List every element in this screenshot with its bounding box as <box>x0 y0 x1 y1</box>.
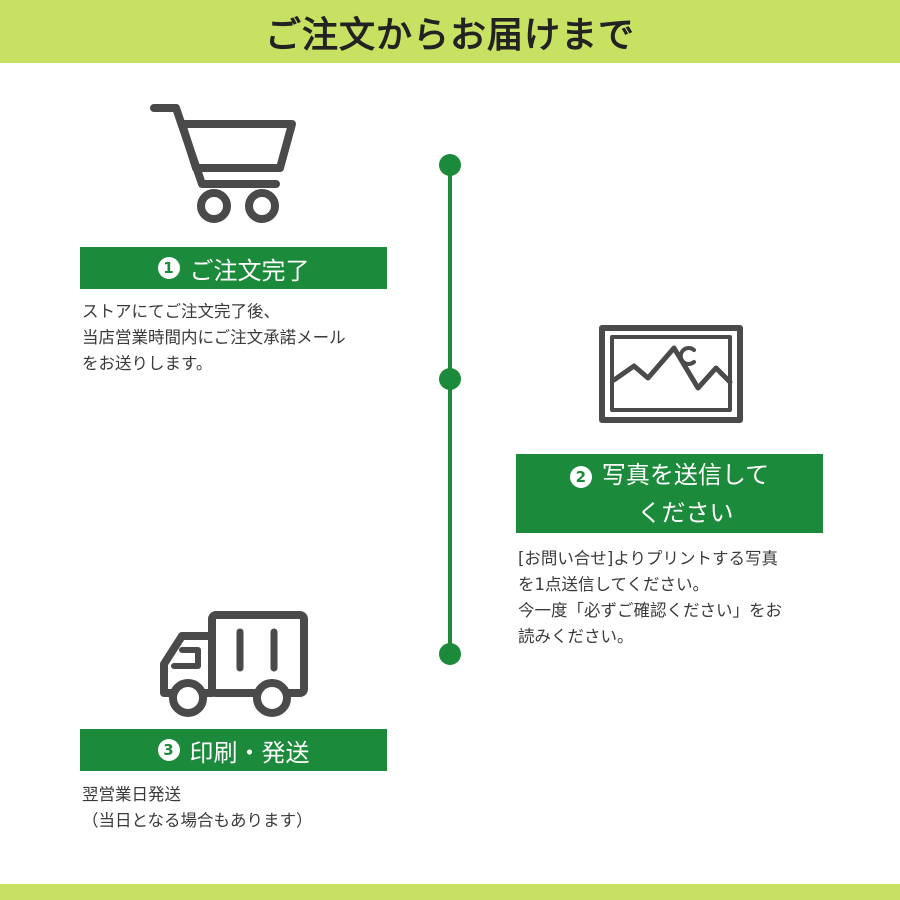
step-2-title-line: 写真を送信して <box>601 460 770 489</box>
step-2-desc-line: 今一度「必ずご確認ください」をお <box>518 601 782 620</box>
header-bar: ご注文からお届けまで <box>0 0 900 63</box>
step-2-number: 2 <box>569 466 592 488</box>
step-2-desc-line: [お問い合せ]よりプリントする写真 <box>518 549 779 568</box>
timeline-dot <box>439 368 461 390</box>
timeline-dot <box>439 643 461 665</box>
delivery-truck-icon <box>160 611 308 717</box>
step-3-title: 印刷・発送 <box>189 738 310 767</box>
page-title: ご注文からお届けまで <box>264 14 635 56</box>
step-1-description: ストアにてご注文完了後、 当店営業時間内にご注文承諾メール をお送りします。 <box>82 299 346 377</box>
footer-bar <box>0 884 900 900</box>
timeline-line <box>448 165 452 655</box>
photo-icon <box>599 325 743 423</box>
step-2-description: [お問い合せ]よりプリントする写真 を1点送信してください。 今一度「必ずご確認… <box>518 546 782 650</box>
step-1-desc-line: をお送りします。 <box>82 354 213 373</box>
step-1-desc-line: ストアにてご注文完了後、 <box>82 302 280 321</box>
step-2-desc-line: 読みください。 <box>518 627 634 646</box>
step-2-title-line: ください <box>637 498 734 527</box>
step-2-banner: 2 写真を送信して ください <box>516 454 823 533</box>
step-2-desc-line: を1点送信してください。 <box>518 575 710 594</box>
step-1-desc-line: 当店営業時間内にご注文承諾メール <box>82 328 346 347</box>
step-3-number: 3 <box>157 739 180 761</box>
step-1-banner: 1 ご注文完了 <box>80 247 387 289</box>
step-3-desc-line: （当日となる場合もあります） <box>82 811 313 830</box>
step-1-title: ご注文完了 <box>189 256 310 285</box>
step-1-number: 1 <box>157 257 180 279</box>
step-2-title: 写真を送信して ください <box>602 456 769 532</box>
shopping-cart-icon <box>150 104 296 223</box>
step-3-banner: 3 印刷・発送 <box>80 729 387 771</box>
step-3-desc-line: 翌営業日発送 <box>82 785 181 804</box>
timeline-dot <box>439 154 461 176</box>
step-3-description: 翌営業日発送 （当日となる場合もあります） <box>82 782 313 834</box>
